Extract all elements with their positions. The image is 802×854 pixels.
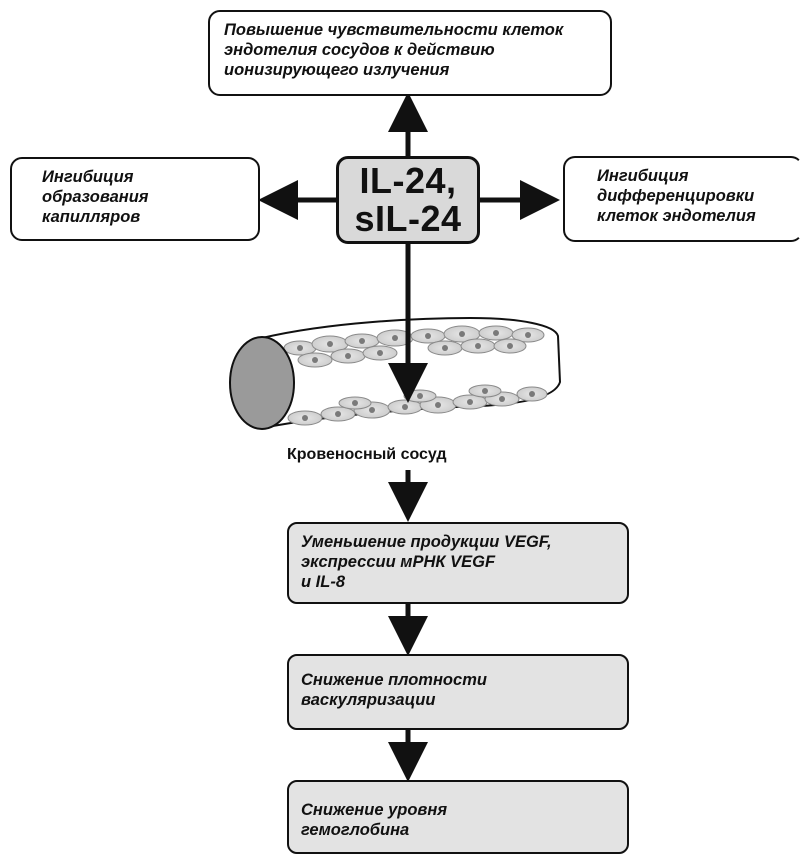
center-label: IL-24, sIL-24 — [354, 160, 462, 239]
step-1-text: Уменьшение продукции VEGF, экспрессии мР… — [301, 533, 552, 591]
step-box-2: Снижение плотности васкуляризации — [287, 654, 629, 730]
effect-top-text: Повышение чувствительности клеток эндоте… — [224, 21, 564, 79]
vessel-label: Кровеносный сосуд — [287, 446, 447, 463]
effect-box-left: Ингибиция образования капилляров — [10, 157, 260, 241]
center-box-il24: IL-24, sIL-24 — [336, 156, 480, 244]
step-3-text: Снижение уровня гемоглобина — [301, 801, 448, 839]
effect-box-top: Повышение чувствительности клеток эндоте… — [208, 10, 612, 96]
blood-vessel-illustration — [229, 316, 562, 430]
effect-right-text: Ингибиция дифференцировки клеток эндотел… — [597, 167, 756, 225]
step-box-3: Снижение уровня гемоглобина — [287, 780, 629, 854]
step-2-text: Снижение плотности васкуляризации — [301, 671, 487, 709]
effect-box-right: Ингибиция дифференцировки клеток эндотел… — [563, 156, 802, 242]
effect-left-text: Ингибиция образования капилляров — [42, 168, 149, 226]
step-box-1: Уменьшение продукции VEGF, экспрессии мР… — [287, 522, 629, 604]
